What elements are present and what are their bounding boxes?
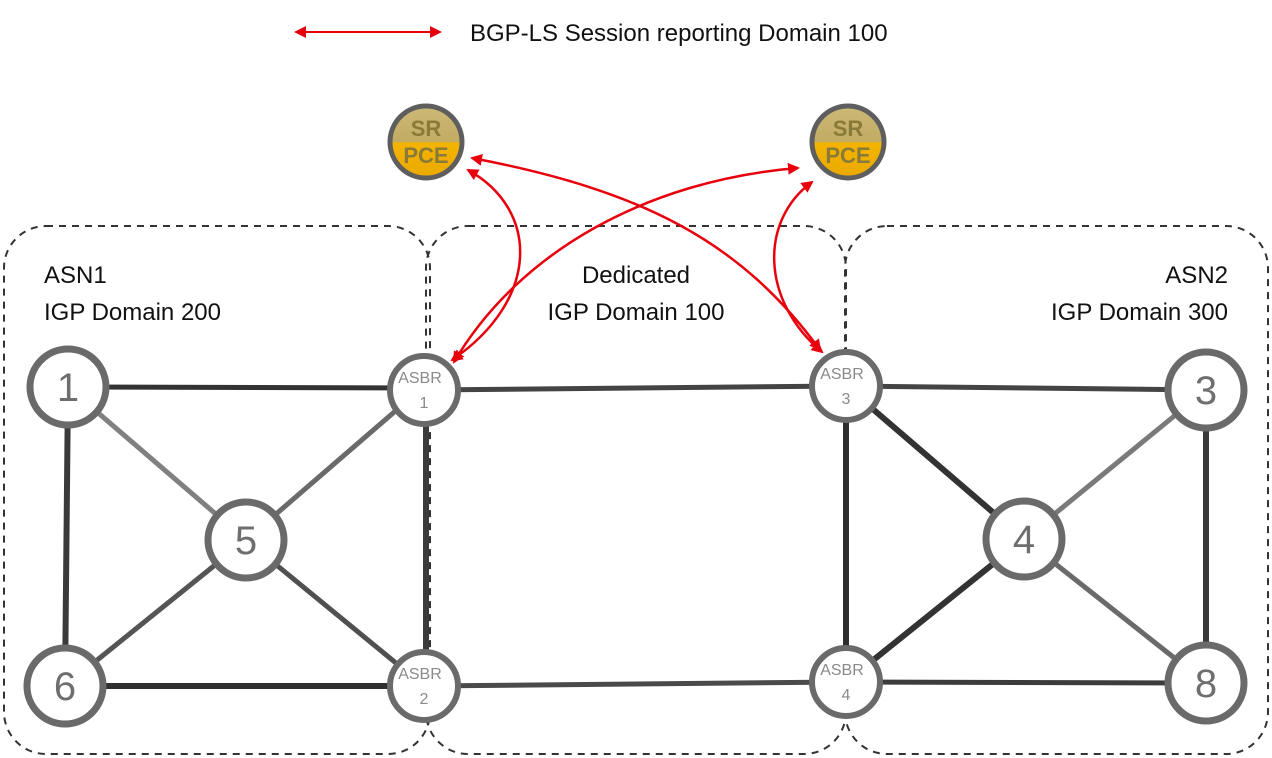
node-5-label: 5 (235, 519, 257, 563)
node-asbr4-circle (809, 645, 883, 719)
node-1: 1 (26, 345, 110, 429)
link-1-6 (62, 384, 71, 689)
domain-left-line1: ASN1 (44, 262, 107, 289)
node-asbr3-label: ASBR (820, 366, 864, 383)
node-asbr1: ASBR 1 (387, 353, 461, 427)
domain-center-line2: IGP Domain 100 (548, 299, 725, 326)
pce-right-line1: SR (833, 116, 864, 141)
session-pce-left-asbr1 (450, 168, 522, 362)
link-asbr1-asbr3 (421, 383, 849, 393)
pce-left: SR PCE (387, 103, 465, 181)
node-asbr2-num: 2 (420, 691, 429, 708)
domain-box-asn1 (3, 225, 431, 755)
legend-label: BGP-LS Session reporting Domain 100 (470, 20, 888, 47)
node-3-circle (1164, 348, 1248, 432)
node-6: 6 (23, 644, 107, 728)
node-asbr3-num: 3 (842, 391, 851, 408)
domain-center-line1: Dedicated (582, 262, 690, 289)
pce-right-circle (809, 103, 887, 181)
node-asbr1-circle (387, 353, 461, 427)
node-5-circle (204, 498, 288, 582)
node-asbr4: ASBR 4 (809, 645, 883, 719)
domain-right-line2: IGP Domain 300 (1051, 299, 1228, 326)
pce-left-line2: PCE (403, 143, 448, 168)
routers: 1 5 6 3 4 8 ASBR 1 ASBR (23, 345, 1248, 728)
session-pce-right-asbr1 (452, 162, 800, 364)
node-3: 3 (1164, 348, 1248, 432)
legend: BGP-LS Session reporting Domain 100 (294, 20, 888, 47)
link-asbr2-asbr4 (421, 679, 849, 689)
node-asbr2-circle (387, 649, 461, 723)
node-asbr1-num: 1 (420, 395, 429, 412)
pce-right: SR PCE (809, 103, 887, 181)
node-4: 4 (982, 497, 1066, 581)
node-1-circle (26, 345, 110, 429)
domain-left-line2: IGP Domain 200 (44, 299, 221, 326)
node-8: 8 (1164, 641, 1248, 725)
node-8-circle (1164, 641, 1248, 725)
link-asbr4-8 (843, 679, 1209, 686)
node-asbr3: ASBR 3 (809, 349, 883, 423)
node-4-label: 4 (1013, 518, 1035, 562)
node-3-label: 3 (1195, 369, 1217, 413)
node-4-circle (982, 497, 1066, 581)
node-asbr4-label: ASBR (820, 662, 864, 679)
node-asbr1-label: ASBR (398, 370, 442, 387)
session-pce-right-asbr3 (773, 180, 824, 354)
node-6-label: 6 (54, 665, 76, 709)
domain-right-line1: ASN2 (1165, 262, 1228, 289)
link-asbr3-3 (843, 383, 1209, 393)
link-1-asbr1 (65, 384, 425, 391)
node-1-label: 1 (57, 366, 79, 410)
node-asbr3-circle (809, 349, 883, 423)
node-asbr4-num: 4 (842, 687, 851, 704)
domain-labels: ASN1 IGP Domain 200 Dedicated IGP Domain… (44, 262, 1228, 326)
bgp-ls-sessions (450, 153, 824, 364)
domain-box-asn2 (844, 225, 1269, 755)
pce-left-circle (387, 103, 465, 181)
node-asbr2-label: ASBR (398, 666, 442, 683)
pce-right-line2: PCE (825, 143, 870, 168)
node-8-label: 8 (1195, 662, 1217, 706)
node-6-circle (23, 644, 107, 728)
node-5: 5 (204, 498, 288, 582)
node-asbr2: ASBR 2 (387, 649, 461, 723)
pce-left-line1: SR (411, 116, 442, 141)
